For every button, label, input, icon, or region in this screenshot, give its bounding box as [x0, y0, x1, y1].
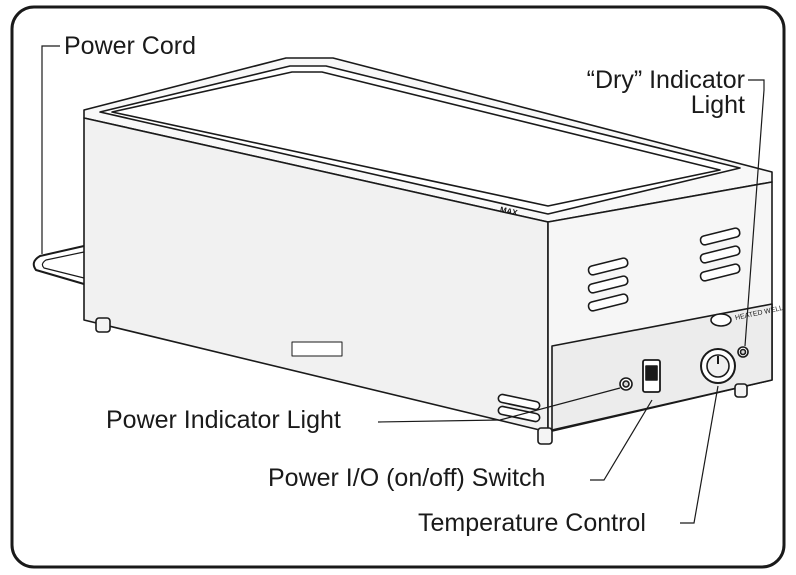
vent-slots	[497, 227, 741, 423]
callout-temperature-control: Temperature Control	[418, 511, 646, 536]
food-well-illustration	[32, 57, 773, 445]
callout-dry-indicator-line2: Light	[690, 91, 745, 119]
foot	[95, 317, 111, 333]
callout-leaders	[41, 45, 765, 524]
caution-label	[291, 341, 343, 357]
callout-dry-indicator: “Dry” Indicator Light	[587, 68, 745, 118]
leader-power-indicator	[377, 387, 621, 423]
callout-power-cord-text: Power Cord	[64, 32, 196, 60]
leader-dry-indicator	[744, 79, 765, 347]
foot	[537, 427, 553, 445]
max-fill-mark: MAX	[499, 205, 519, 218]
callout-power-indicator: Power Indicator Light	[106, 408, 341, 433]
callout-power-switch: Power I/O (on/off) Switch	[268, 466, 545, 491]
control-panel	[551, 303, 773, 431]
foot	[734, 383, 748, 398]
callout-temperature-control-text: Temperature Control	[418, 509, 646, 537]
power-cord	[32, 245, 85, 285]
leader-power-cord	[41, 45, 60, 254]
callout-dry-indicator-line1: “Dry” Indicator	[586, 66, 745, 94]
brand-badge	[710, 313, 732, 327]
leader-power-switch	[590, 399, 653, 481]
callout-power-cord: Power Cord	[64, 34, 196, 59]
callout-power-indicator-text: Power Indicator Light	[106, 406, 341, 434]
callout-power-switch-text: Power I/O (on/off) Switch	[268, 464, 546, 492]
leader-temperature	[680, 385, 719, 524]
